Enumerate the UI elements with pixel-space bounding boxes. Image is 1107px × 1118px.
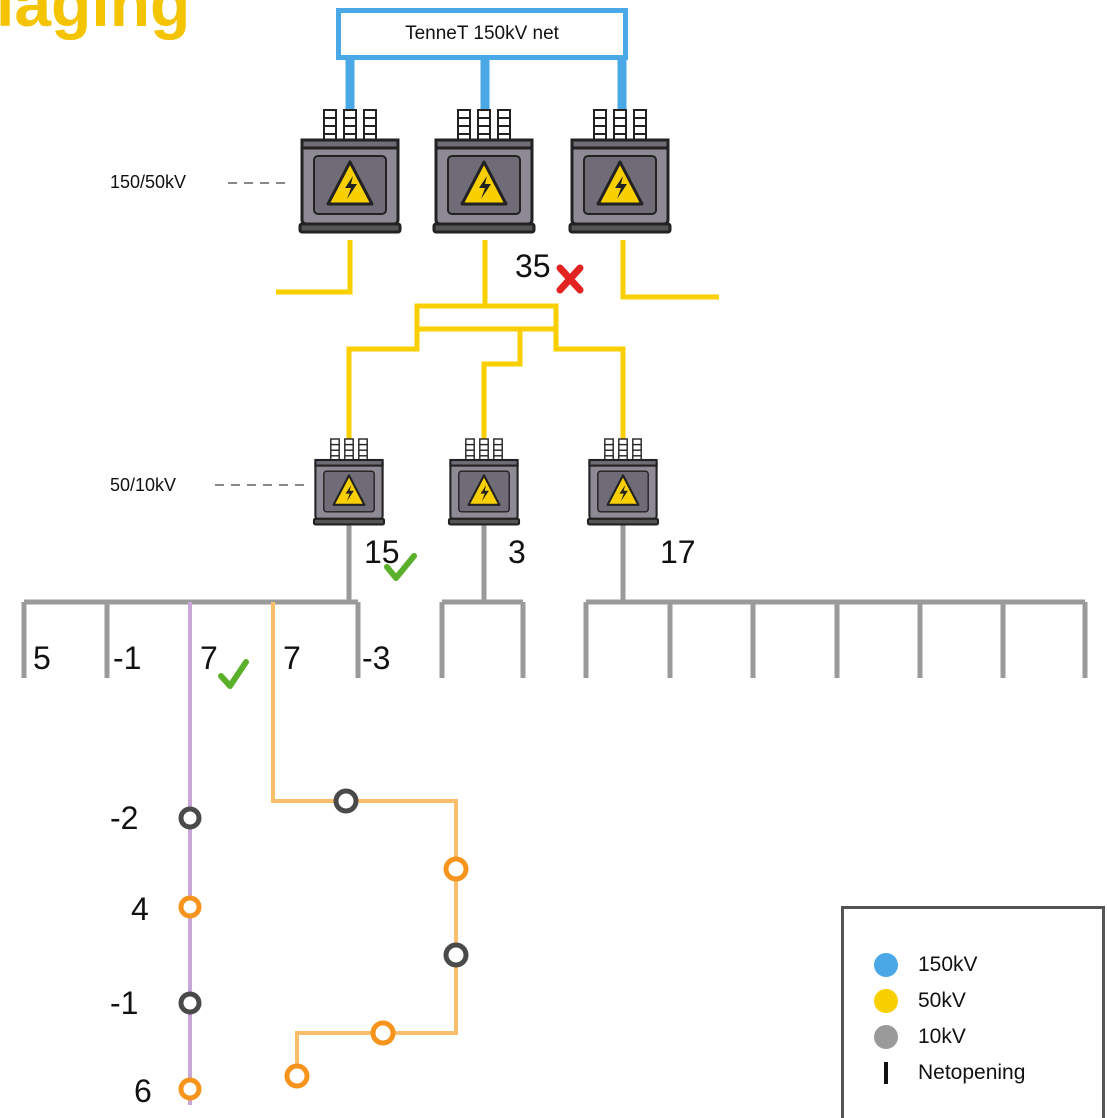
legend-item-netopening: Netopening	[874, 1061, 1025, 1085]
netopening-bar-icon	[874, 1062, 898, 1084]
node-orange-1	[333, 788, 359, 814]
feeder-load-5: -3	[362, 640, 391, 676]
node-orange-3	[443, 942, 469, 968]
node-purple-2	[178, 895, 202, 919]
ring-load-1: -2	[110, 800, 139, 836]
ring-load-3: -1	[110, 985, 139, 1021]
ring-load-2: 4	[131, 891, 149, 927]
legend-item-50kv: 50kV	[874, 989, 966, 1013]
transformer-50-10-right	[586, 437, 660, 526]
load-mv-left: 15	[364, 534, 400, 570]
load-mv-middle: 3	[508, 534, 526, 570]
legend-item-10kv: 10kV	[874, 1025, 966, 1049]
node-orange-5	[284, 1063, 310, 1089]
legend-label: 50kV	[918, 989, 966, 1012]
legend-item-150kv: 150kV	[874, 953, 978, 977]
legend-swatch	[874, 989, 898, 1013]
page-title: laging	[0, 0, 191, 40]
fault-cross-icon	[556, 264, 584, 294]
check-icon	[384, 553, 417, 581]
legend-swatch	[874, 1025, 898, 1049]
feeder-load-3: 7	[200, 640, 218, 676]
node-purple-4	[178, 1077, 202, 1101]
load-hv-middle: 35	[515, 248, 551, 284]
transformer-50-10-left	[312, 437, 386, 526]
node-orange-2	[443, 856, 469, 882]
node-purple-1	[178, 806, 202, 830]
node-orange-4	[370, 1020, 396, 1046]
transformer-150-50-left	[298, 108, 402, 234]
tennet-grid-box: TenneT 150kV net	[336, 8, 628, 60]
load-mv-right: 17	[660, 534, 696, 570]
grid-label: TenneT 150kV net	[405, 23, 559, 44]
feeder-load-2: -1	[113, 640, 142, 676]
legend-label: Netopening	[918, 1061, 1026, 1084]
legend-swatch	[874, 953, 898, 977]
legend-label: 150kV	[918, 953, 978, 976]
transformer-50-10-middle	[447, 437, 521, 526]
ring-load-4: 6	[134, 1073, 152, 1109]
feeder-load-4: 7	[283, 640, 301, 676]
feeder-load-1: 5	[33, 640, 51, 676]
transformer-150-50-middle	[432, 108, 536, 234]
legend: 150kV 50kV 10kV Netopening	[841, 906, 1105, 1118]
legend-label: 10kV	[918, 1025, 966, 1048]
level-label-hv: 150/50kV	[110, 172, 187, 192]
check-icon	[218, 659, 249, 689]
level-label-mv: 50/10kV	[110, 475, 177, 495]
node-purple-3	[178, 991, 202, 1015]
transformer-150-50-right	[568, 108, 672, 234]
